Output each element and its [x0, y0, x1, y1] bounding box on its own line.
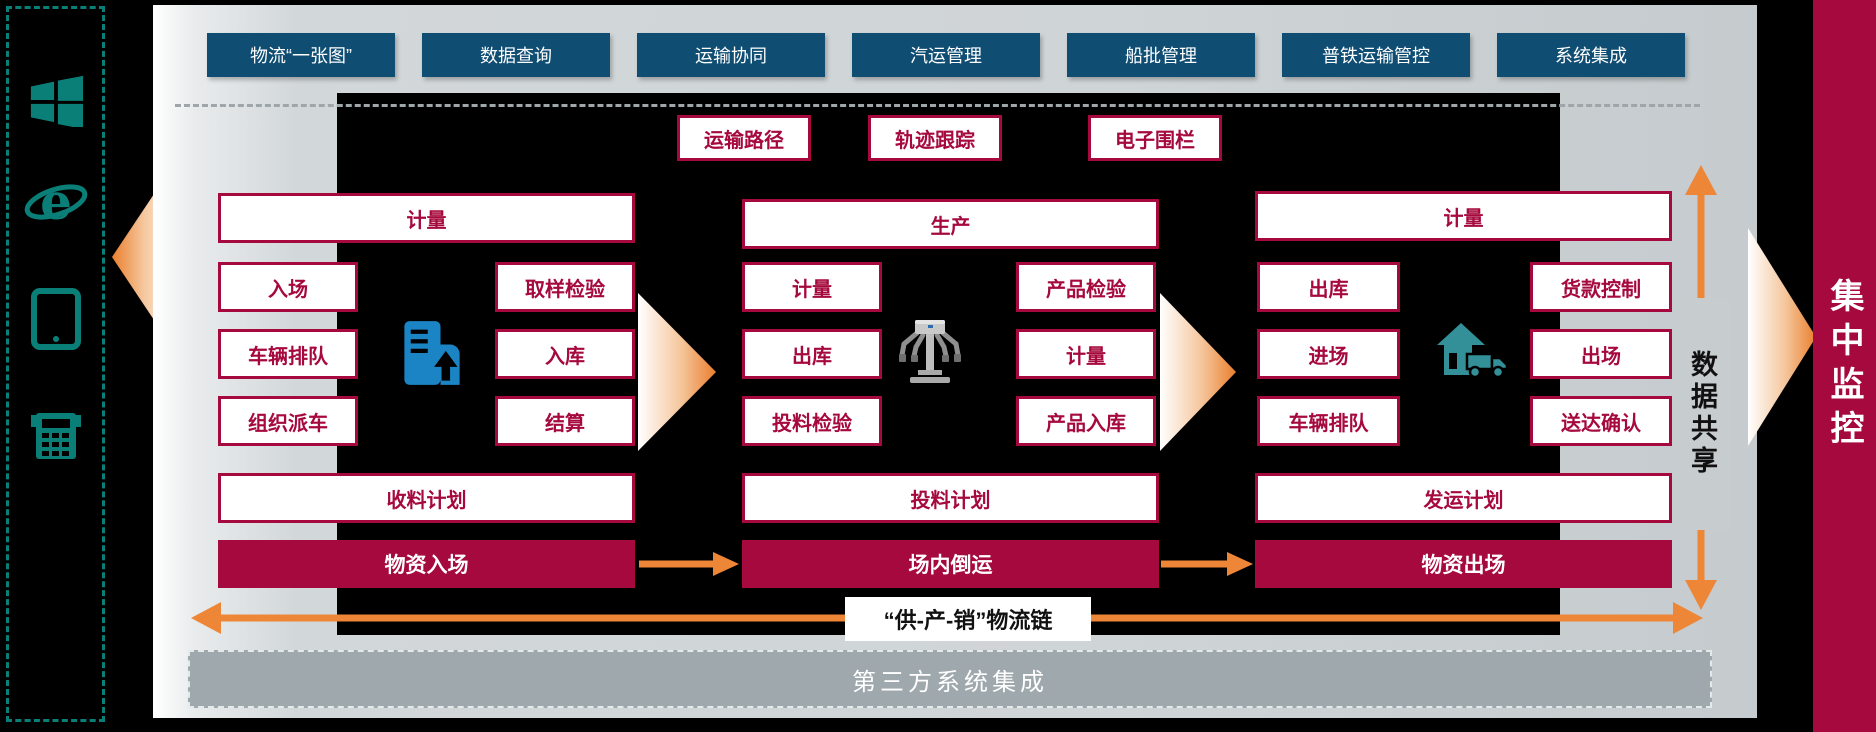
ie-browser-icon: e: [23, 171, 89, 237]
main-panel: 物流“一张图” 数据查询 运输协同 汽运管理 船批管理 普铁运输管控 系统集成 …: [153, 5, 1757, 718]
warehouse-truck-icon: [1435, 317, 1511, 385]
s3-plan: 发运计划: [1255, 473, 1672, 523]
data-share-pill: 数据共享: [1675, 298, 1730, 530]
s3-left-2: 进场: [1257, 329, 1400, 379]
dashed-separator: [175, 104, 1700, 107]
s1-header: 计量: [218, 193, 635, 243]
s1-right-3: 结算: [495, 396, 635, 446]
s1-stage-bar: 物资入场: [218, 540, 635, 588]
central-monitor-label: 集中监控: [1825, 278, 1863, 454]
robot-crane-icon: [895, 313, 965, 387]
chain-label: “供-产-销”物流链: [845, 597, 1091, 641]
s1-right-1: 取样检验: [495, 262, 635, 312]
s3-right-1: 货款控制: [1530, 262, 1672, 312]
factory-building-icon: [398, 313, 466, 393]
nav-button-ship-batch-management[interactable]: 船批管理: [1067, 33, 1255, 77]
s2-left-3: 投料检验: [742, 396, 882, 446]
s1-left-1: 入场: [218, 262, 358, 312]
s2-right-1: 产品检验: [1016, 262, 1156, 312]
s2-left-1: 计量: [742, 262, 882, 312]
s1-left-2: 车辆排队: [218, 329, 358, 379]
third-party-integration-box: 第三方系统集成: [188, 650, 1712, 708]
s3-left-3: 车辆排队: [1257, 396, 1400, 446]
nav-button-transport-coordination[interactable]: 运输协同: [637, 33, 825, 77]
s1-plan: 收料计划: [218, 473, 635, 523]
nav-button-truck-management[interactable]: 汽运管理: [852, 33, 1040, 77]
s1-left-3: 组织派车: [218, 396, 358, 446]
tablet-icon: [30, 287, 82, 351]
nav-button-system-integration[interactable]: 系统集成: [1497, 33, 1685, 77]
bar-arrow-1: [639, 550, 739, 578]
s3-stage-bar: 物资出场: [1255, 540, 1672, 588]
s2-left-2: 出库: [742, 329, 882, 379]
nav-button-data-query[interactable]: 数据查询: [422, 33, 610, 77]
s3-right-3: 送达确认: [1530, 396, 1672, 446]
monitor-gradient-arrow: [1748, 228, 1816, 446]
data-share-label: 数据共享: [1687, 350, 1717, 478]
s2-header: 生产: [742, 199, 1159, 249]
handheld-terminal-icon: [27, 405, 85, 465]
windows-icon: [25, 71, 87, 127]
s2-right-2: 计量: [1016, 329, 1156, 379]
nav-button-logistics-map[interactable]: 物流“一张图”: [207, 33, 395, 77]
s2-right-3: 产品入库: [1016, 396, 1156, 446]
s3-right-2: 出场: [1530, 329, 1672, 379]
box-electronic-fence: 电子围栏: [1088, 115, 1222, 161]
box-trace-tracking: 轨迹跟踪: [868, 115, 1002, 161]
s3-header: 计量: [1255, 191, 1672, 241]
client-rail: e: [6, 6, 105, 722]
box-transport-route: 运输路径: [677, 115, 811, 161]
stage-gradient-arrow-2: [1160, 293, 1236, 451]
central-monitor-bar: 集中监控: [1813, 0, 1876, 732]
svg-text:e: e: [40, 172, 72, 231]
s2-stage-bar: 场内倒运: [742, 540, 1159, 588]
s1-right-2: 入库: [495, 329, 635, 379]
nav-button-rail-transport-control[interactable]: 普铁运输管控: [1282, 33, 1470, 77]
stage-gradient-arrow-1: [638, 293, 716, 451]
bar-arrow-2: [1161, 550, 1253, 578]
s3-left-1: 出库: [1257, 262, 1400, 312]
s2-plan: 投料计划: [742, 473, 1159, 523]
top-button-row: 物流“一张图” 数据查询 运输协同 汽运管理 船批管理 普铁运输管控 系统集成: [207, 33, 1685, 77]
